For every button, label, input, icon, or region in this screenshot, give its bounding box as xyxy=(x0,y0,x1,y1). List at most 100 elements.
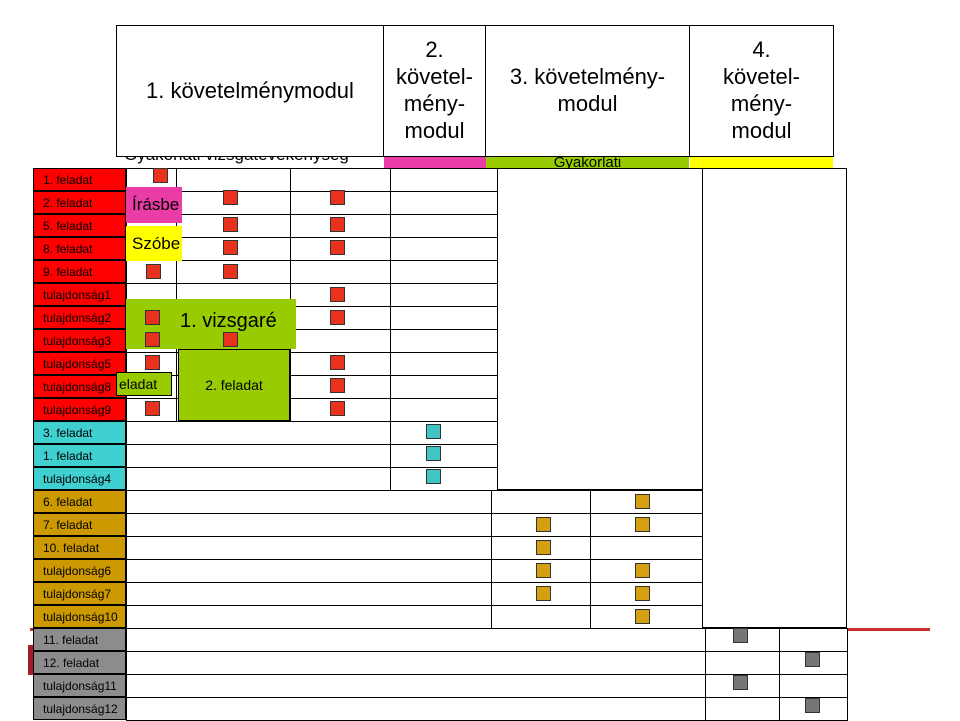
row-label: 8. feladat xyxy=(33,237,126,260)
grid-cell xyxy=(390,421,498,445)
module-4-yellow-band xyxy=(690,157,833,169)
grid-cell xyxy=(126,444,391,468)
grid-cell xyxy=(590,536,703,560)
grid-cell xyxy=(126,628,706,652)
row-label: 1. feladat xyxy=(33,168,126,191)
gold-marker xyxy=(635,609,650,624)
task-2-label: 2. feladat xyxy=(178,349,290,421)
gold-marker xyxy=(635,494,650,509)
red-marker xyxy=(145,401,160,416)
red-marker xyxy=(330,240,345,255)
grid-cell xyxy=(126,467,391,491)
grid-cell xyxy=(390,237,498,261)
grid-cell xyxy=(491,605,591,629)
row-label: 7. feladat xyxy=(33,513,126,536)
task-cut-label: eladat xyxy=(116,372,172,396)
row-label: 9. feladat xyxy=(33,260,126,283)
grid-cell xyxy=(126,674,706,698)
row-label: tulajdonság5 xyxy=(33,352,126,375)
red-marker xyxy=(330,287,345,302)
row-label: tulajdonság10 xyxy=(33,605,126,628)
grid-cell xyxy=(390,306,498,330)
grid-cell xyxy=(126,651,706,675)
grid-cell xyxy=(390,467,498,491)
row-label: 3. feladat xyxy=(33,421,126,444)
row-label: tulajdonság11 xyxy=(33,674,126,697)
grid-cell xyxy=(126,559,492,583)
row-label: 1. feladat xyxy=(33,444,126,467)
gray-marker xyxy=(733,628,748,643)
gold-marker xyxy=(536,586,551,601)
red-marker xyxy=(146,264,161,279)
grid-cell xyxy=(290,329,391,353)
red-marker xyxy=(145,332,160,347)
red-marker xyxy=(223,217,238,232)
row-label: 12. feladat xyxy=(33,651,126,674)
grid-cell xyxy=(390,191,498,215)
red-marker xyxy=(223,190,238,205)
red-marker xyxy=(330,401,345,416)
grid-cell xyxy=(491,490,591,514)
exam-part-label: 1. vizsgaré xyxy=(180,309,277,332)
module-4-header: 4. követel- mény- modul xyxy=(689,25,834,157)
gold-marker xyxy=(635,517,650,532)
module-2-header: 2. követel- mény- modul xyxy=(383,25,486,157)
red-marker xyxy=(330,217,345,232)
gold-marker xyxy=(635,586,650,601)
practical-label: Gyakorlati xyxy=(486,157,689,169)
row-label: 6. feladat xyxy=(33,490,126,513)
grid-cell xyxy=(290,168,391,192)
row-label: tulajdonság4 xyxy=(33,467,126,490)
grid-cell xyxy=(390,329,498,353)
red-marker xyxy=(145,310,160,325)
row-label: 5. feladat xyxy=(33,214,126,237)
grid-cell xyxy=(705,697,780,721)
grid-cell xyxy=(126,697,706,721)
grid-cell xyxy=(390,375,498,399)
grid-cell xyxy=(390,444,498,468)
grid-cell xyxy=(126,490,492,514)
red-marker xyxy=(145,355,160,370)
cyan-marker xyxy=(426,446,441,461)
gray-marker xyxy=(805,698,820,713)
red-marker xyxy=(330,378,345,393)
row-label: tulajdonság2 xyxy=(33,306,126,329)
grid-cell xyxy=(390,283,498,307)
red-marker xyxy=(153,168,168,183)
cyan-marker xyxy=(426,469,441,484)
row-label: 10. feladat xyxy=(33,536,126,559)
gold-marker xyxy=(536,563,551,578)
row-label: tulajdonság6 xyxy=(33,559,126,582)
grid-cell xyxy=(126,421,391,445)
red-marker xyxy=(330,310,345,325)
written-exam-label: Írásbe xyxy=(126,187,182,223)
red-marker xyxy=(223,332,238,347)
gray-marker xyxy=(733,675,748,690)
gold-marker xyxy=(635,563,650,578)
grid-cell xyxy=(126,605,492,629)
module-1-header: 1. követelménymodul xyxy=(116,25,384,157)
gold-marker xyxy=(536,540,551,555)
grid-cell xyxy=(779,674,848,698)
grid-cell xyxy=(290,260,391,284)
row-label: 11. feladat xyxy=(33,628,126,651)
gold-marker xyxy=(536,517,551,532)
grid-cell xyxy=(176,168,292,192)
module-3-header: 3. követelmény- modul xyxy=(485,25,690,157)
grid-cell xyxy=(126,536,492,560)
grid-cell xyxy=(390,214,498,238)
grid-cell xyxy=(390,260,498,284)
row-label: tulajdonság12 xyxy=(33,697,126,720)
grid-cell xyxy=(126,582,492,606)
cyan-marker xyxy=(426,424,441,439)
grid-cell-block xyxy=(497,168,703,490)
red-marker xyxy=(223,264,238,279)
row-label: 2. feladat xyxy=(33,191,126,214)
red-marker xyxy=(330,355,345,370)
red-marker xyxy=(330,190,345,205)
oral-exam-label: Szóbe xyxy=(126,226,182,261)
grid-cell xyxy=(779,628,848,652)
row-label: tulajdonság3 xyxy=(33,329,126,352)
grid-cell-block xyxy=(702,168,847,628)
grid-cell xyxy=(705,651,780,675)
